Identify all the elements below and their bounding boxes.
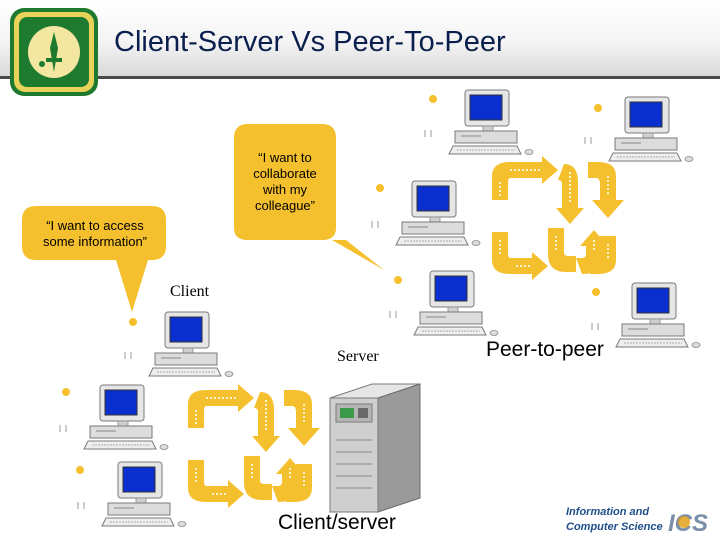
client-computer-icon — [124, 311, 234, 377]
server-tower-icon — [329, 383, 421, 513]
peer-computer-icon — [424, 89, 534, 155]
peer-computer-icon — [371, 180, 481, 246]
collaborate-bubble-text: “I want to collaborate with my colleague… — [236, 150, 334, 214]
access-speech-bubble — [22, 206, 166, 312]
access-bubble-text: “I want to access some information” — [24, 218, 166, 250]
client-computer-icon — [76, 461, 187, 527]
slide-title: Client-Server Vs Peer-To-Peer — [114, 26, 506, 58]
university-seal-logo — [10, 8, 98, 96]
access-line: “I want to access — [46, 218, 144, 233]
access-line: some information” — [42, 234, 148, 249]
peer-to-peer-label: Peer-to-peer — [486, 338, 604, 361]
ics-department-logo: Information and Computer Science ICS — [566, 506, 708, 537]
client-computer-icon — [59, 384, 169, 450]
collaborate-line: with my — [262, 182, 308, 197]
logo-line1: Information and — [566, 506, 649, 518]
server-label: Server — [337, 348, 379, 365]
collaborate-speech-bubble — [234, 124, 384, 270]
client-label: Client — [170, 283, 210, 300]
logo-line2: Computer Science — [566, 521, 663, 533]
collaborate-line: colleague” — [255, 198, 315, 213]
peer-computer-icon — [389, 270, 499, 336]
peer-computer-icon — [591, 282, 701, 348]
client-server-arrows-icon — [187, 383, 321, 509]
peer-arrows-icon — [491, 155, 625, 281]
client-server-label: Client/server — [278, 511, 396, 534]
peer-computer-icon — [584, 96, 694, 162]
slide-header — [0, 0, 720, 76]
collaborate-line: “I want to — [258, 150, 312, 165]
collaborate-line: collaborate — [253, 166, 317, 181]
header-divider — [0, 76, 720, 79]
